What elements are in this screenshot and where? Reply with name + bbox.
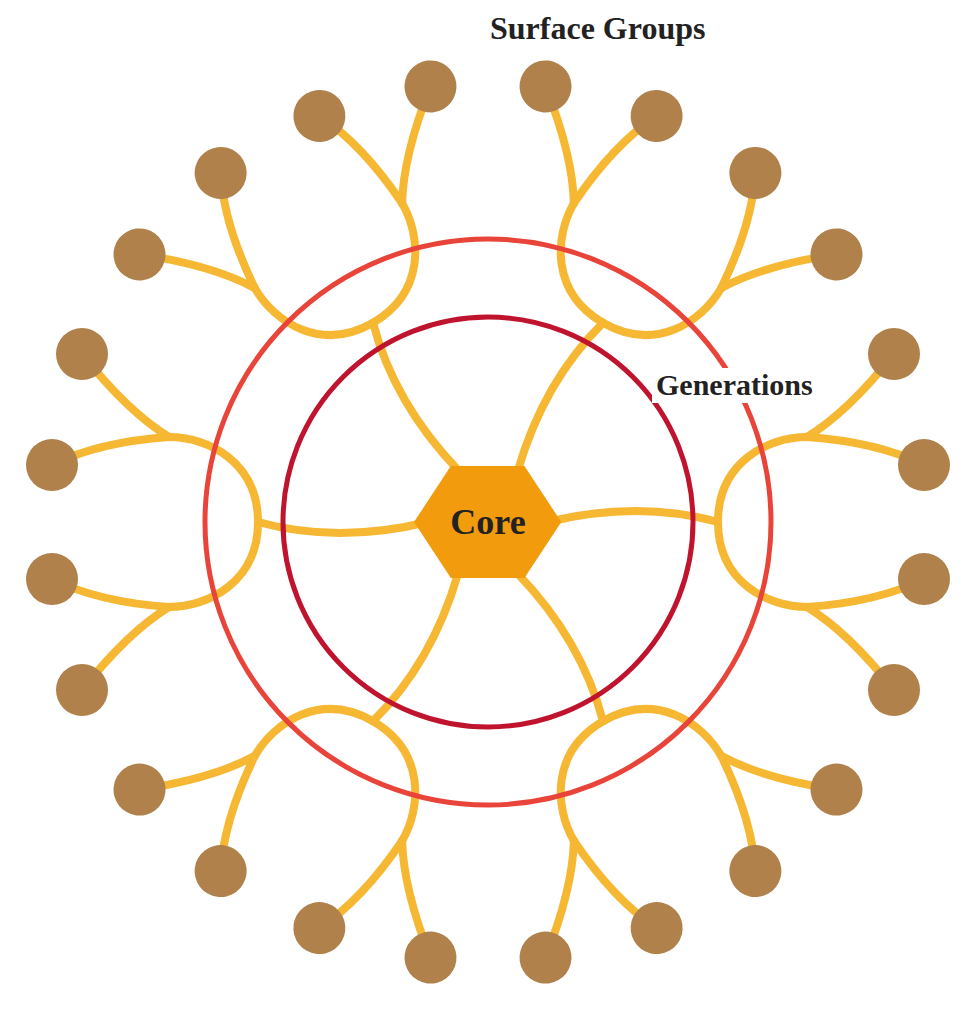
surface-groups-label: Surface Groups — [490, 10, 705, 47]
core-label: Core — [450, 501, 525, 543]
outer-generation-ring — [205, 239, 771, 805]
inner-generation-ring — [283, 317, 693, 727]
branch-arms — [26, 25, 950, 1019]
generations-label: Generations — [652, 368, 817, 403]
core-hexagon: Core — [414, 466, 561, 578]
